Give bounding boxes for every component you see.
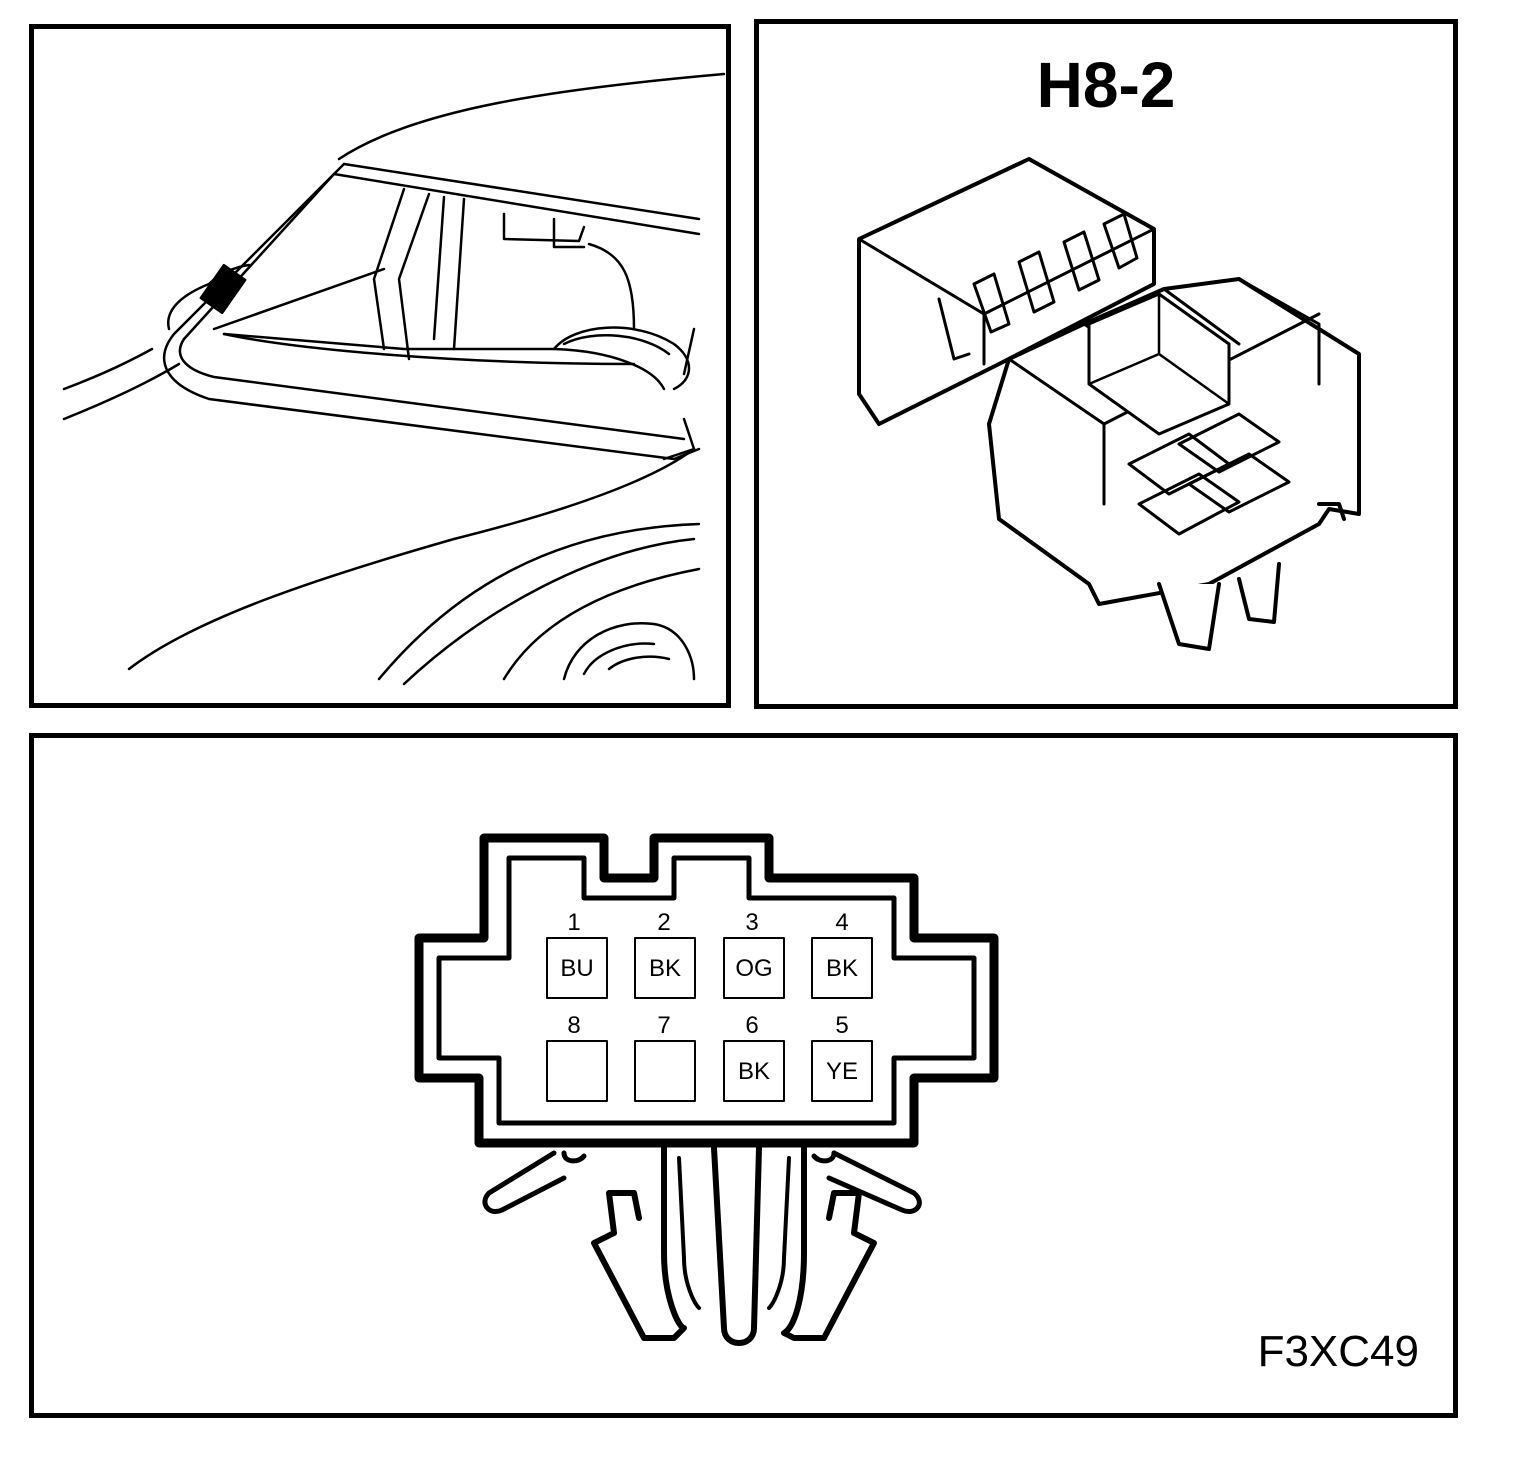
pin-number: 1 <box>567 909 580 936</box>
wire-color-label: BK <box>649 955 681 982</box>
component-location-marker <box>199 263 247 315</box>
vehicle-interior-illustration <box>62 72 726 686</box>
cavity-3 <box>723 937 785 999</box>
cavity-7 <box>634 1040 696 1102</box>
cavity-8 <box>546 1040 608 1102</box>
wire-color-label: BK <box>826 955 858 982</box>
pin-number: 2 <box>657 909 670 936</box>
cavity-5 <box>811 1040 873 1102</box>
pin-number: 5 <box>835 1012 848 1039</box>
connector-view-panel: H8-2 <box>754 19 1458 709</box>
cavity-2 <box>634 937 696 999</box>
connector-id-label: H8-2 <box>1036 49 1176 121</box>
cavity-6 <box>723 1040 785 1102</box>
wire-color-label: BK <box>738 1058 770 1085</box>
wire-color-label: OG <box>735 955 772 982</box>
pin-number: 4 <box>835 909 848 936</box>
location-view-panel <box>29 24 731 708</box>
connector-isometric-illustration <box>857 157 1361 651</box>
cavity-4 <box>811 937 873 999</box>
wire-color-label: BU <box>560 955 593 982</box>
pin-number: 6 <box>745 1012 758 1039</box>
cavity-1 <box>546 937 608 999</box>
figure-code: F3XC49 <box>1257 1327 1419 1376</box>
locking-clip <box>591 1145 877 1346</box>
connector-face-diagram: 1 2 3 4 8 7 6 5 BU BK OG BK BK YE <box>414 833 999 1346</box>
pinout-view-panel: 1 2 3 4 8 7 6 5 BU BK OG BK BK YE F3XC49 <box>29 733 1458 1418</box>
pin-number: 3 <box>745 909 758 936</box>
wire-color-label: YE <box>826 1058 858 1085</box>
pin-number: 8 <box>567 1012 580 1039</box>
pin-number: 7 <box>657 1012 670 1039</box>
connector-housing-outline <box>414 833 999 1148</box>
